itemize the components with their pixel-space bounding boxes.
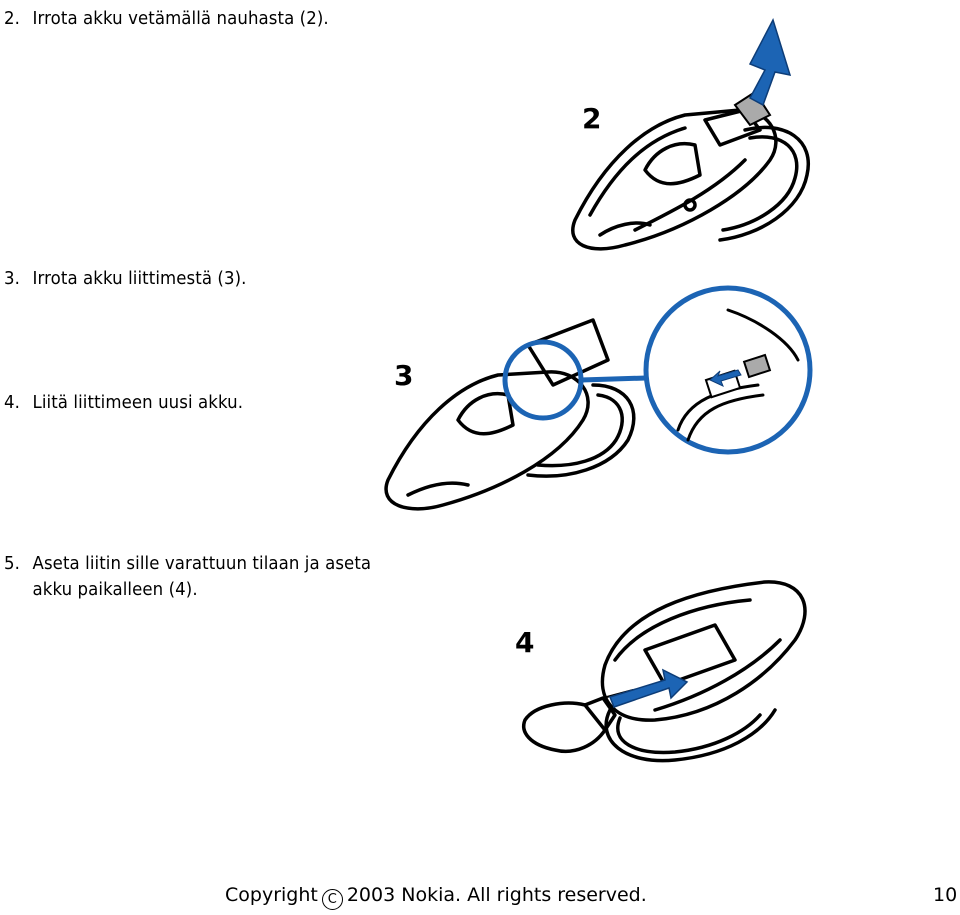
step-2: 2.Irrota akku vetämällä nauhasta (2). [4, 6, 329, 32]
figure-4-illustration [515, 570, 815, 780]
earpiece-loop [720, 127, 808, 240]
figure-2-illustration [545, 10, 825, 270]
headset-body [386, 372, 588, 509]
figure-2-label: 2 [582, 104, 601, 134]
step-text-line2: akku paikalleen (4). [4, 577, 371, 603]
step-number: 3. [4, 266, 33, 292]
connector-socket [744, 355, 770, 377]
copyright-text: 2003 Nokia. All rights reserved. [347, 884, 647, 906]
step-text: Liitä liittimeen uusi akku. [33, 392, 244, 413]
copyright-symbol: C [322, 889, 343, 910]
step-5: 5.Aseta liitin sille varattuun tilaan ja… [4, 551, 371, 603]
step-3: 3.Irrota akku liittimestä (3). [4, 266, 247, 292]
step-number: 5. [4, 551, 33, 577]
step-number: 4. [4, 390, 33, 416]
pull-arrow [750, 20, 790, 105]
earpiece-loop-inner [723, 137, 797, 230]
figure-4-label: 4 [515, 628, 534, 658]
figure-3-label: 3 [394, 361, 413, 391]
page-number: 10 [933, 884, 957, 906]
step-text-line1: Aseta liitin sille varattuun tilaan ja a… [33, 553, 372, 574]
zoom-source-circle [505, 342, 581, 418]
zoom-connector-line [581, 378, 646, 380]
step-4: 4.Liitä liittimeen uusi akku. [4, 390, 243, 416]
figure-3-illustration [378, 290, 818, 530]
step-text: Irrota akku liittimestä (3). [33, 268, 247, 289]
copyright-prefix: Copyright [225, 884, 318, 906]
step-text: Irrota akku vetämällä nauhasta (2). [33, 8, 329, 29]
step-number: 2. [4, 6, 33, 32]
zoom-inset-circle [646, 288, 810, 452]
